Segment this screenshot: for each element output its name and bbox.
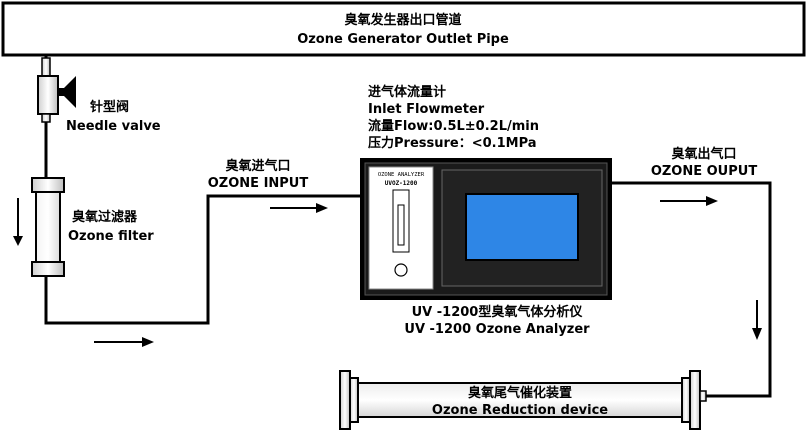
ozone-output-label-en: OZONE OUPUT [651,164,758,179]
needle-valve-label-cn: 针型阀 [89,99,129,115]
flow-arrows [13,196,762,347]
ozone-input-label-en: OZONE INPUT [208,176,309,191]
reduction-label-en: Ozone Reduction device [432,403,608,418]
uv1200-analyzer: OZONE ANALYZER UVOZ-1200 UV -1200型臭氧气体分析… [360,158,612,337]
analyzer-label-en: UV -1200 Ozone Analyzer [404,322,590,337]
needle-valve-handle-icon [58,76,76,108]
arrow-down-right-icon [752,300,762,340]
flowmeter-flow: 流量Flow:0.5L±0.2L/min [368,118,539,134]
arrow-right-input-icon [270,203,328,213]
analyzer-label-cn: UV -1200型臭氧气体分析仪 [412,304,584,320]
ozone-filter-label-en: Ozone filter [68,229,154,244]
arrow-right-bottom-icon [94,337,154,347]
analyzer-panel-model: UVOZ-1200 [385,180,418,187]
ozone-filter-label-cn: 臭氧过滤器 [72,209,138,225]
arrow-down-filter-icon [13,198,23,246]
flowmeter-label-cn: 进气体流量计 [368,84,446,100]
flowmeter-pressure: 压力Pressure：<0.1MPa [368,135,537,151]
reduction-label-cn: 臭氧尾气催化装置 [468,385,572,401]
analyzer-screen [465,193,579,261]
flow-knob-icon [394,263,408,277]
ozone-reduction-device: 臭氧尾气催化装置 Ozone Reduction device [339,370,707,430]
outlet-pipe-label-en: Ozone Generator Outlet Pipe [297,32,509,47]
flowmeter-label-en: Inlet Flowmeter [368,102,485,117]
needle-valve: 针型阀 Needle valve [37,57,161,134]
arrow-right-output-icon [660,196,718,206]
needle-valve-label-en: Needle valve [66,119,161,134]
inlet-flowmeter-info: 进气体流量计 Inlet Flowmeter 流量Flow:0.5L±0.2L/… [368,84,539,151]
outlet-pipe-label-cn: 臭氧发生器出口管道 [344,12,461,28]
ozone-filter: 臭氧过滤器 Ozone filter [31,177,154,277]
tube-analyzer-to-reduction [612,181,772,398]
outlet-pipe: 臭氧发生器出口管道 Ozone Generator Outlet Pipe [1,1,806,57]
ozone-output-label-cn: 臭氧出气口 [671,146,736,162]
ozone-output-label: 臭氧出气口 OZONE OUPUT [651,146,758,179]
ozone-input-label-cn: 臭氧进气口 [225,158,290,174]
ozone-input-label: 臭氧进气口 OZONE INPUT [208,158,309,191]
analyzer-panel-title: OZONE ANALYZER [378,172,425,178]
tube-filter-to-analyzer [44,194,360,325]
